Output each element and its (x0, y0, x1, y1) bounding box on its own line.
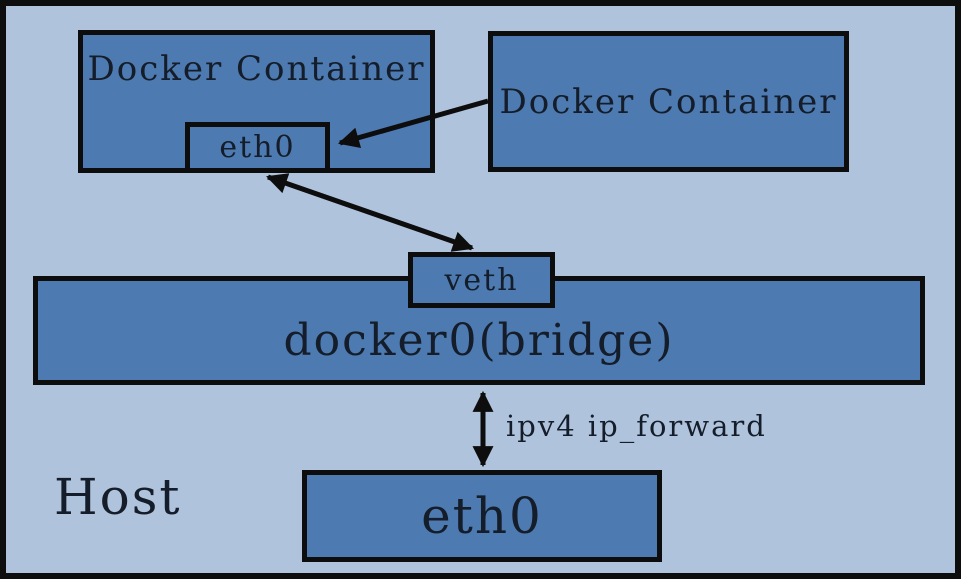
double-arrow-eth0-to-veth (266, 173, 474, 252)
container-eth0-label: eth0 (219, 130, 296, 165)
host-eth0-label: eth0 (421, 487, 543, 545)
docker-container-2-box: Docker Container (488, 31, 849, 172)
veth-label: veth (444, 262, 519, 298)
veth-box: veth (408, 252, 555, 308)
docker-container-1-label: Docker Container (87, 49, 426, 89)
docker0-bridge-label: docker0(bridge) (283, 315, 675, 366)
host-eth0-box: eth0 (302, 470, 662, 562)
container-eth0-box: eth0 (185, 122, 330, 173)
ip-forward-label: ipv4 ip_forward (506, 409, 767, 443)
host-label: Host (54, 468, 182, 526)
docker-container-2-label: Docker Container (499, 81, 838, 122)
